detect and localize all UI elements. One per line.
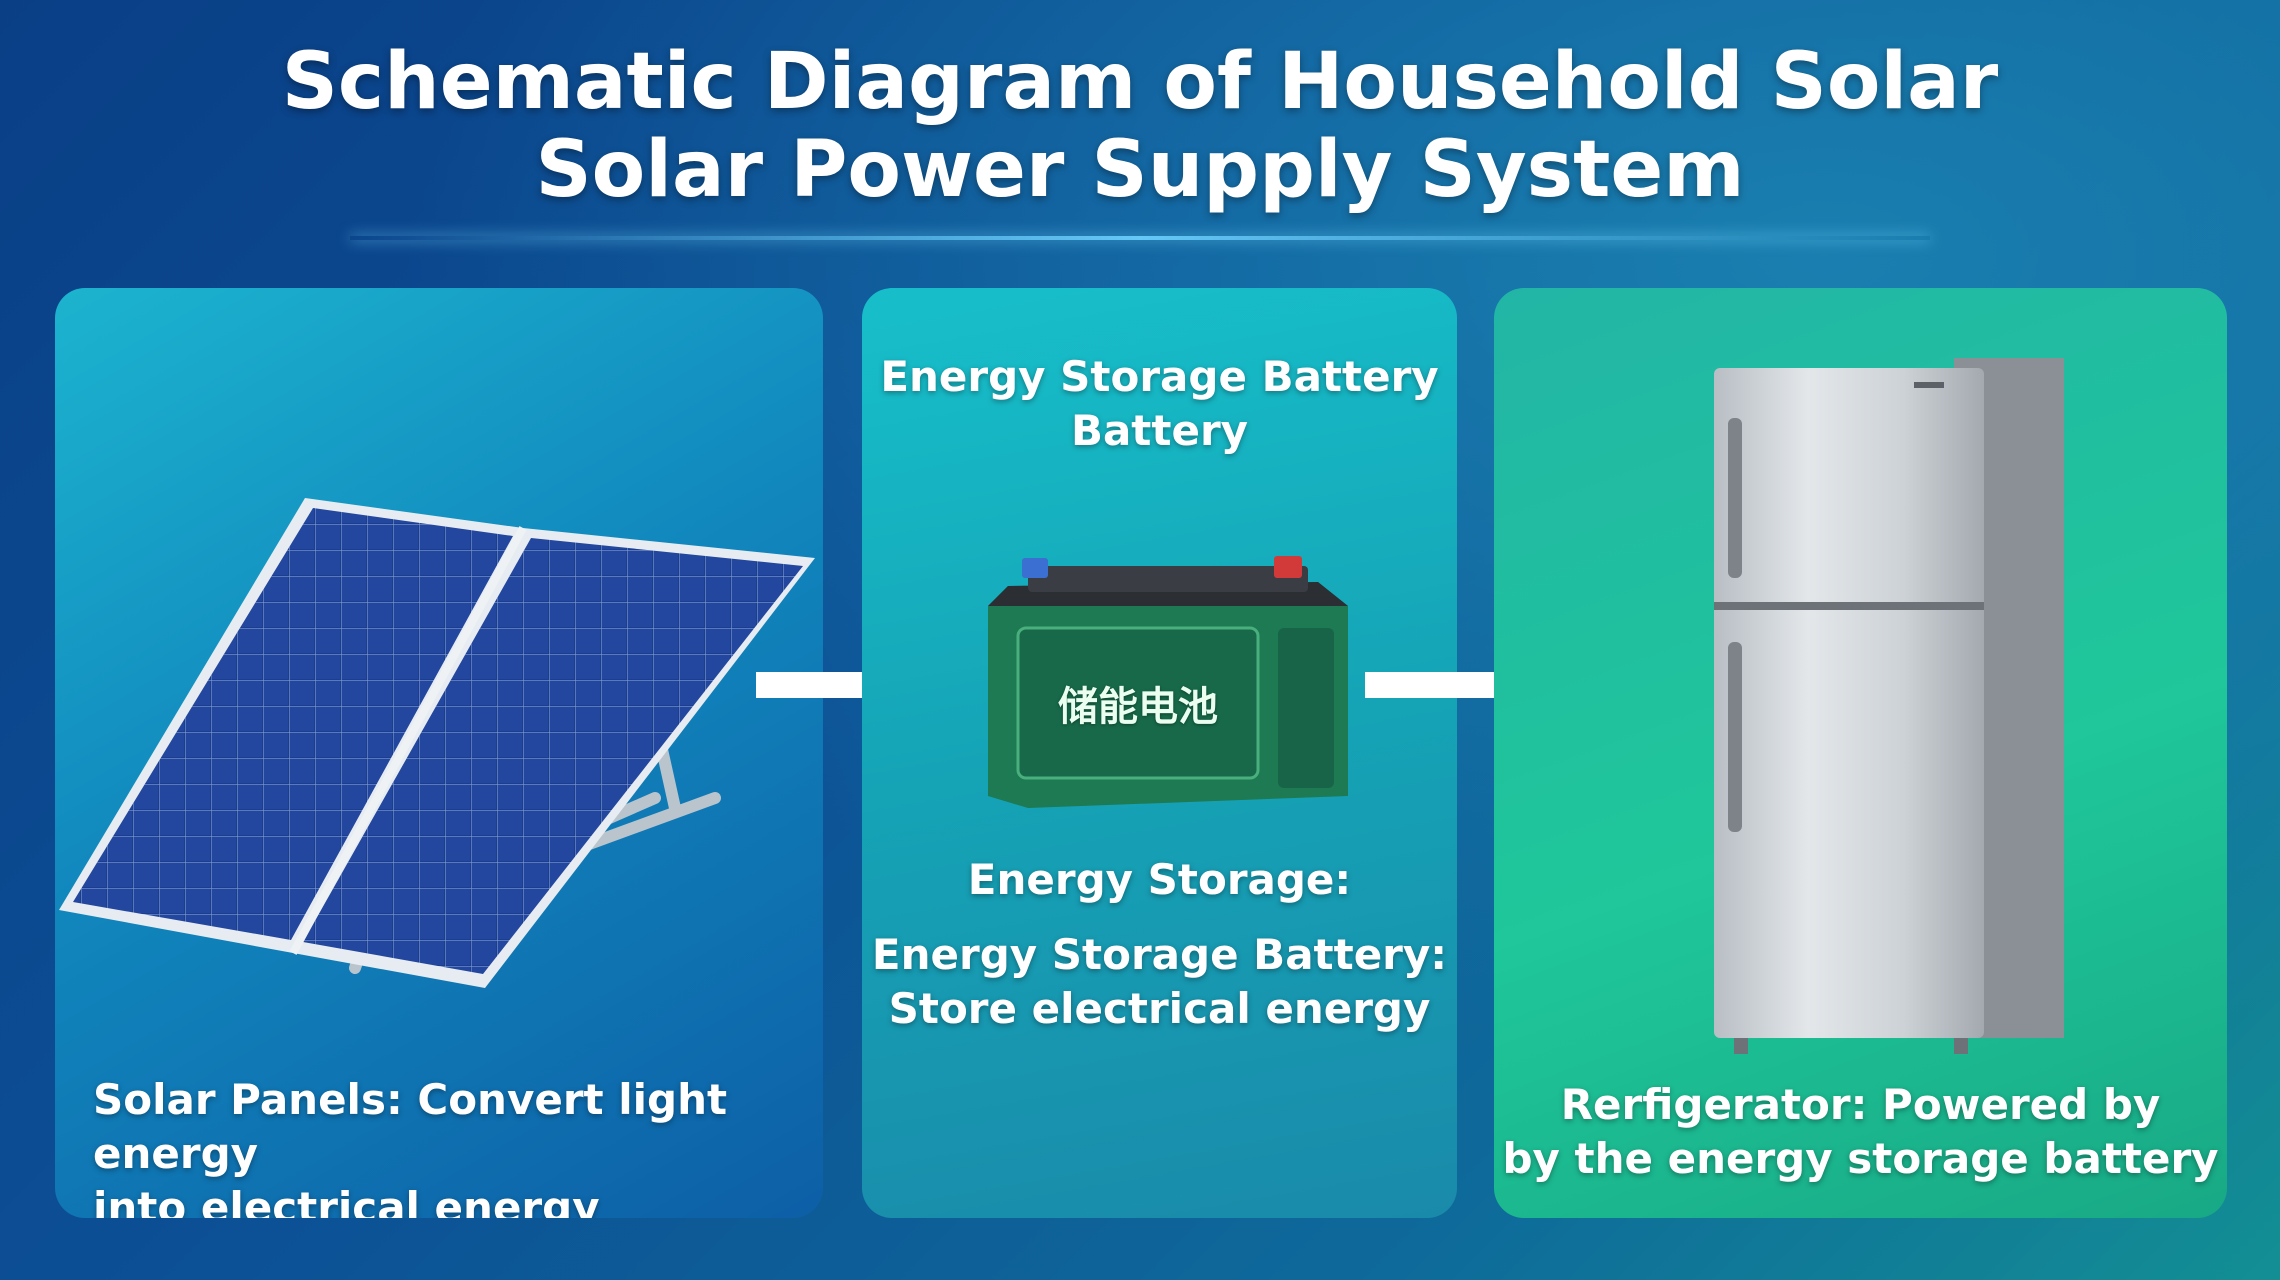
- solar-caption-line-2: into electrical energy: [93, 1183, 600, 1218]
- battery-label: 储能电池: [1058, 684, 1218, 730]
- battery-description-line-2: Store electrical energy: [888, 984, 1431, 1033]
- refrigerator-icon: [1714, 358, 2064, 1054]
- refrigerator-caption: Rerfigerator: Powered by by the energy s…: [1494, 1078, 2227, 1186]
- battery-description: Energy Storage Battery: Store electrical…: [862, 928, 1457, 1036]
- battery-card: Energy Storage Battery Battery 储能电池 Ener…: [862, 288, 1457, 1218]
- solar-caption: Solar Panels: Convert light energy into …: [93, 1073, 813, 1218]
- battery-icon: 储能电池: [988, 546, 1358, 816]
- battery-description-line-1: Energy Storage Battery:: [871, 930, 1448, 979]
- refrigerator-caption-line-2: by the energy storage battery: [1502, 1134, 2219, 1183]
- diagram-title: Schematic Diagram of Household Solar Sol…: [0, 38, 2280, 214]
- title-divider: [350, 236, 1930, 240]
- energy-storage-section-title: Energy Storage:: [967, 855, 1352, 904]
- solar-panel-icon: [59, 498, 815, 988]
- battery-heading-line-1: Energy Storage Battery: [880, 352, 1439, 401]
- refrigerator-caption-line-1: Rerfigerator: Powered by: [1560, 1080, 2161, 1129]
- solar-panel-card: Solar Panels: Convert light energy into …: [55, 288, 823, 1218]
- battery-heading-line-2: Battery: [1070, 406, 1249, 455]
- refrigerator-card: Rerfigerator: Powered by by the energy s…: [1494, 288, 2227, 1218]
- title-line-1: Schematic Diagram of Household Solar: [281, 37, 1999, 127]
- battery-heading: Energy Storage Battery Battery: [862, 350, 1457, 458]
- solar-caption-line-1: Solar Panels: Convert light energy: [93, 1075, 728, 1178]
- title-line-2: Solar Power Supply System: [535, 125, 1745, 215]
